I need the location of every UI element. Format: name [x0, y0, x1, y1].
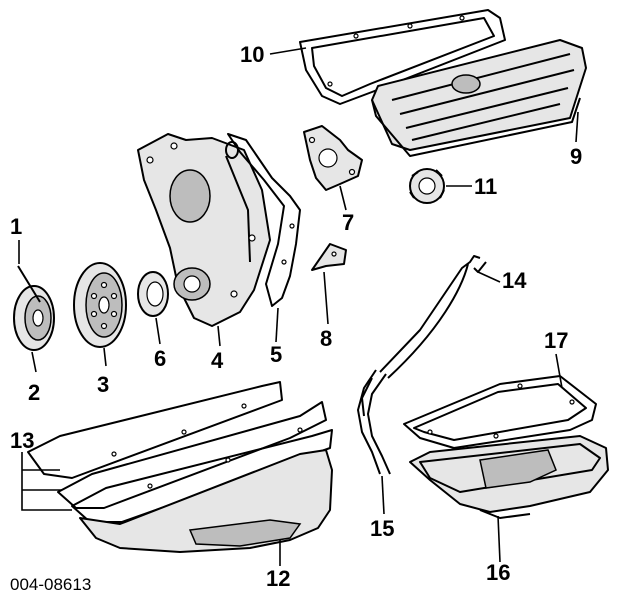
label-part-14: 14 — [502, 268, 527, 293]
water-pump-plate — [303, 125, 363, 191]
damper-bolt — [17, 265, 41, 303]
label-part-2: 2 — [28, 380, 41, 405]
leader-lines — [18, 47, 579, 566]
front-crankshaft-seal — [137, 271, 169, 317]
label-part-4: 4 — [211, 348, 224, 373]
label-part-12: 12 — [266, 566, 291, 591]
valve-cover-gasket — [299, 9, 506, 105]
timing-bracket — [311, 243, 347, 271]
label-part-11: 11 — [474, 174, 498, 199]
crankshaft-pulley — [13, 285, 55, 351]
dipstick-tube — [357, 369, 391, 475]
figure-code: 004-08613 — [10, 575, 92, 594]
label-part-16: 16 — [486, 560, 511, 585]
label-part-13: 13 — [10, 428, 35, 453]
label-part-10: 10 — [240, 42, 265, 67]
oil-pan-gasket-small — [403, 375, 597, 449]
label-part-3: 3 — [97, 372, 110, 397]
valve-cover — [371, 39, 587, 157]
oil-pan-large — [79, 449, 333, 553]
label-part-17: 17 — [544, 328, 569, 353]
timing-cover-gasket — [225, 133, 301, 307]
vibration-damper — [73, 262, 127, 348]
label-part-15: 15 — [370, 516, 395, 541]
timing-chain-cover — [137, 133, 271, 327]
oil-filler-cap — [409, 168, 445, 204]
label-part-8: 8 — [320, 326, 333, 351]
oil-pan-small — [409, 435, 609, 519]
label-part-5: 5 — [270, 342, 283, 367]
label-part-6: 6 — [154, 346, 167, 371]
label-part-9: 9 — [570, 144, 583, 169]
label-part-1: 1 — [10, 214, 23, 239]
oil-dipstick — [379, 255, 487, 379]
label-part-7: 7 — [342, 210, 355, 235]
